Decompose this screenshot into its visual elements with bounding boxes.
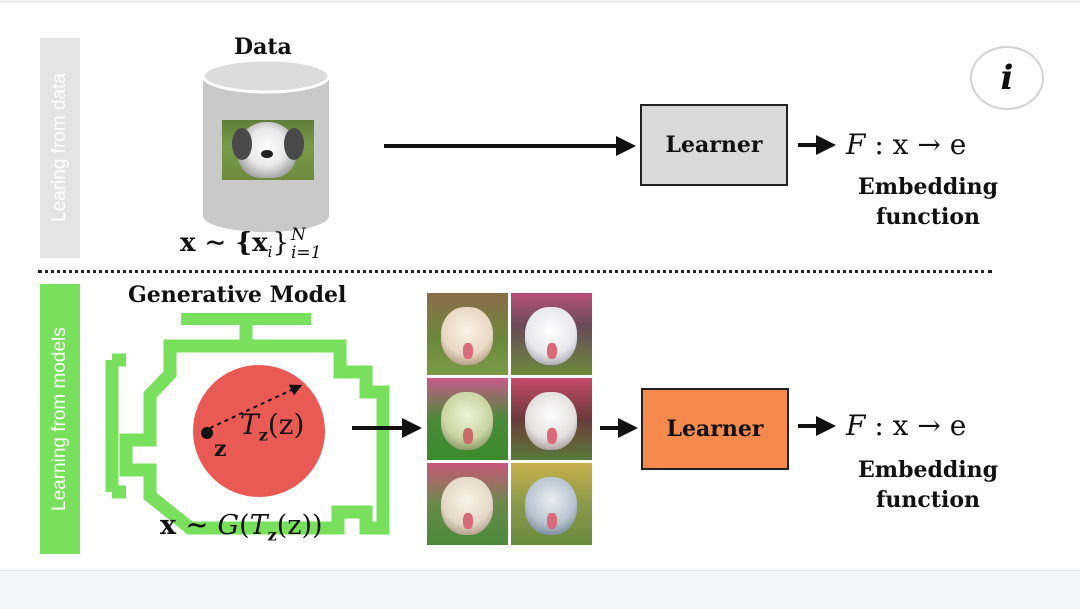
sample-image	[427, 463, 508, 545]
mapping-formula-bottom: F : x → e	[846, 409, 967, 442]
data-title: Data	[234, 34, 292, 60]
transform-label: Tz(z)	[240, 408, 305, 445]
engine-icon	[105, 313, 390, 535]
sample-image	[427, 293, 508, 375]
embedding-line1: Embedding	[858, 457, 998, 483]
section-divider	[38, 270, 992, 273]
learner-box-data: Learner	[640, 104, 788, 186]
z-point	[201, 427, 213, 439]
embedding-line2: function	[875, 204, 981, 230]
model-sample-formula: x ∼ G(Tz(z))	[160, 510, 323, 545]
info-icon[interactable]: i	[970, 46, 1044, 110]
embedding-label-bottom: Embedding function	[828, 455, 1028, 515]
sample-image	[511, 378, 592, 460]
generated-samples-grid	[427, 293, 592, 545]
mapping-formula-top: F : x → e	[846, 128, 967, 161]
latent-transform-arrow	[209, 384, 303, 429]
footer-bar	[0, 570, 1080, 609]
embedding-line1: Embedding	[858, 174, 998, 200]
z-label: z	[214, 436, 227, 462]
latent-circle	[193, 365, 325, 497]
sample-image	[427, 378, 508, 460]
learner-box-models: Learner	[641, 388, 789, 470]
dog-image-data	[222, 120, 314, 180]
embedding-label-top: Embedding function	[828, 172, 1028, 232]
sample-image	[511, 463, 592, 545]
generative-model-title: Generative Model	[128, 282, 347, 308]
top-border	[0, 0, 1080, 3]
sample-image	[511, 293, 592, 375]
embedding-line2: function	[875, 487, 981, 513]
